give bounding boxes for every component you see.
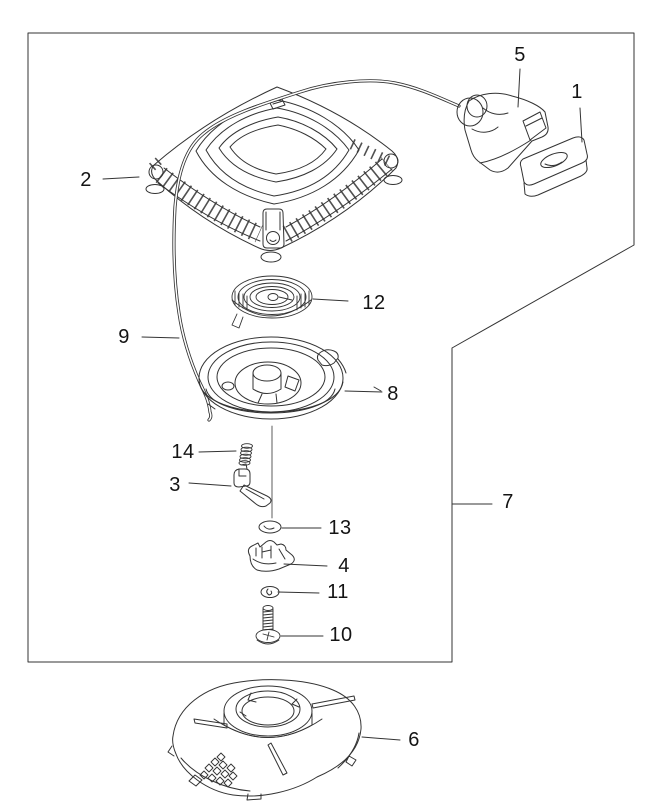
handle-hollow [522,111,547,141]
callout-8: 8 [387,383,399,405]
front-foot [260,251,282,263]
callout-9: 9 [118,326,130,348]
starter-housing [145,86,403,263]
callout-14: 14 [171,441,195,463]
callout-11: 11 [327,581,349,603]
reel-hub [234,361,302,405]
callout-13: 13 [328,517,352,539]
leader-12 [312,298,349,302]
pawl-spring [238,443,253,466]
fin-band-right [282,157,393,242]
callout-1: 1 [571,81,583,103]
callout-3: 3 [169,474,181,496]
callout-10: 10 [329,624,353,646]
callout-2: 2 [80,169,92,191]
starter-handle [456,92,549,173]
spoke-lower [267,742,288,776]
leader-14 [198,450,237,453]
recoil-spring [231,275,313,329]
knurl-pattern [199,752,238,788]
leader-3 [188,482,232,487]
leader-5 [517,68,521,108]
callout-12: 12 [362,292,386,314]
washer-lock [260,586,280,598]
leader-8 [344,390,383,393]
leader-2 [102,176,140,180]
assembly-boundary [27,32,635,663]
spoke-left [193,718,228,729]
callout-5: 5 [514,44,526,66]
rope-reel [198,336,382,420]
rope-hole [266,231,280,245]
ratchet-guide [247,540,295,572]
leader-6 [361,736,401,741]
leader-9 [141,336,180,339]
screw [255,605,281,645]
leader-lines [102,68,583,741]
spring-tab [231,313,244,329]
callout-4: 4 [338,555,350,577]
leader-1 [579,107,583,143]
washer-small [258,520,282,534]
rope-pocket [316,349,339,367]
callout-7: 7 [502,491,514,513]
leader-11 [277,591,320,594]
handle-insert [519,136,588,197]
rope-outlet-boss [262,208,285,249]
starter-pulley-cup [167,679,362,801]
callout-6: 6 [408,729,420,751]
spoke-upper-right [311,695,356,709]
pawl [233,463,272,508]
